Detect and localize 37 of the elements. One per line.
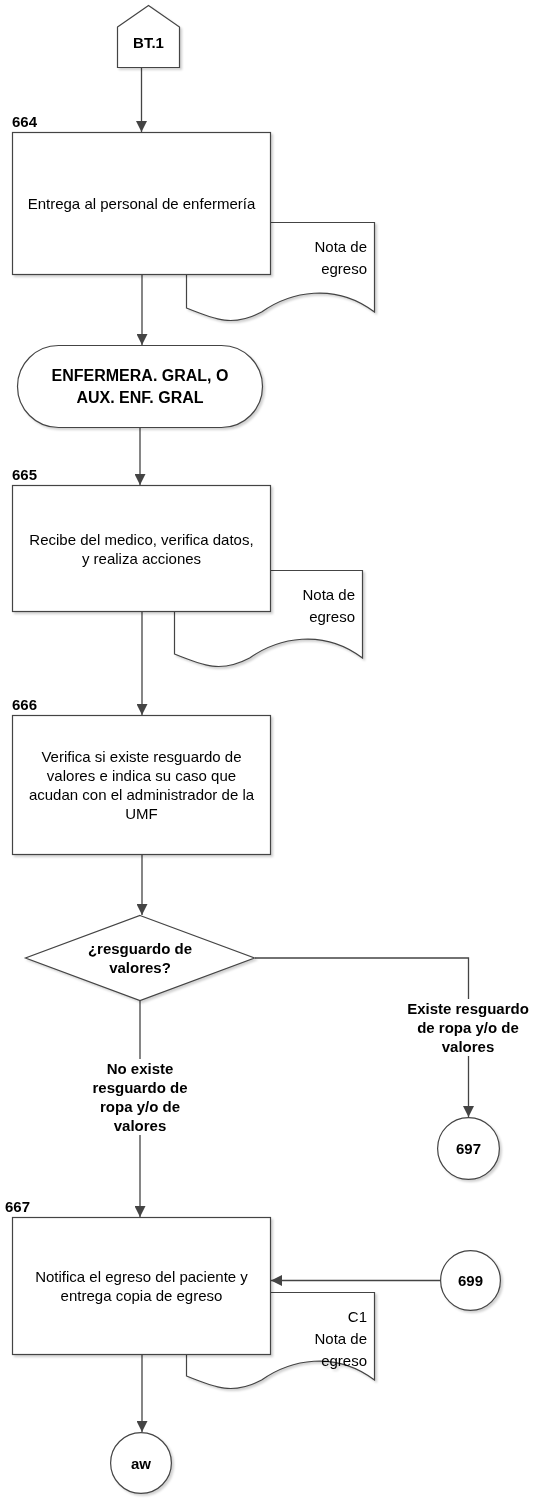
step-number: 667 — [5, 1198, 31, 1215]
process-box — [12, 715, 271, 855]
document-label: Nota de egreso — [313, 1329, 367, 1371]
node-label: ¿resguardo de valores? — [86, 939, 194, 977]
arrow — [136, 67, 147, 133]
process-text: Entrega al personal de enfermería — [27, 194, 256, 213]
process-box — [12, 132, 271, 275]
arrow — [136, 274, 148, 346]
node-label: 699 — [458, 1271, 483, 1290]
node-label: aw — [131, 1453, 151, 1473]
process-text: Notifica el egreso del paciente y entrega copia de egreso — [34, 1267, 249, 1305]
process-text: Recibe del medico, verifica datos, y realiza acciones — [28, 529, 255, 568]
document-shape — [186, 222, 375, 322]
document-label: Nota de egreso — [301, 585, 355, 627]
document-label: Nota de egreso — [313, 237, 367, 279]
step-number: 666 — [12, 696, 38, 713]
process-box — [12, 1217, 271, 1355]
document-shape — [174, 570, 363, 668]
decision-diamond — [25, 915, 255, 1001]
node-label: ENFERMERA. GRAL, O AUX. ENF. GRAL — [50, 365, 230, 408]
process-box — [12, 485, 271, 612]
arrow — [136, 1354, 148, 1433]
connector-circle — [110, 1432, 172, 1494]
document-label: C1 — [346, 1307, 367, 1327]
step-number: 664 — [12, 113, 38, 130]
arrow — [136, 611, 148, 716]
connector-circle — [437, 1117, 500, 1180]
node-label: 697 — [456, 1139, 481, 1158]
connector-circle — [440, 1250, 501, 1311]
process-text: Verifica si existe resguardo de valores e indica su caso que acudan con el administrador de la UMF — [27, 747, 256, 823]
arrow — [270, 1275, 441, 1286]
terminator-shape — [17, 345, 263, 428]
off-page-connector — [117, 5, 180, 68]
arrow — [136, 854, 148, 916]
arrow — [134, 427, 146, 486]
step-number: 665 — [12, 466, 38, 483]
node-label: BT.1 — [133, 33, 164, 52]
